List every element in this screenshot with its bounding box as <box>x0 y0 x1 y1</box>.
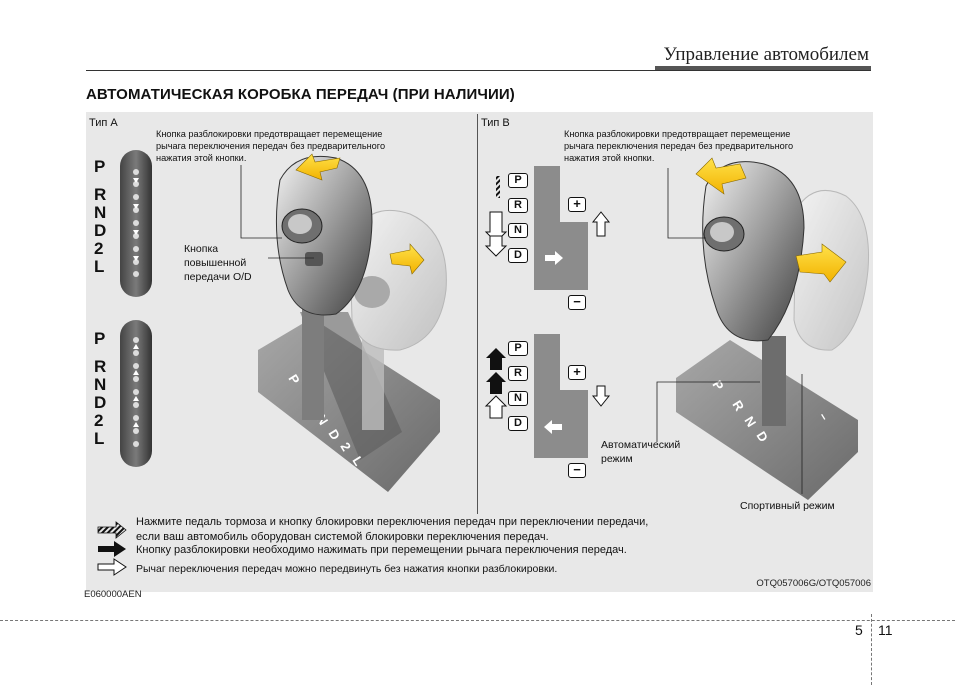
type-b-gear-boxes-bottom: P R N D <box>508 341 528 431</box>
type-a-shift-lever <box>275 155 373 420</box>
type-a-release-note: Кнопка разблокировки предотвращает перем… <box>156 129 386 163</box>
type-b-label: Тип B <box>481 117 510 129</box>
gear-label: N <box>94 203 107 222</box>
sport-mode-label: Спортивный режим <box>740 500 835 512</box>
gear-box: R <box>508 198 528 213</box>
gear-label: 2 <box>94 239 104 258</box>
legend-line-2: если ваш автомобиль оборудован системой … <box>136 531 549 543</box>
footer-dash-line <box>0 620 955 621</box>
gear-label: P <box>94 157 106 176</box>
legend-black-arrow-icon <box>98 541 126 557</box>
section-bar <box>655 66 871 71</box>
type-b-move-arrow <box>795 243 847 283</box>
type-a-gear-labels-bottom: P R N D 2 L <box>94 330 108 448</box>
gear-label: 2 <box>94 411 104 430</box>
legend-white-arrow-icon <box>97 558 127 576</box>
gear-label: L <box>94 429 105 448</box>
gear-label: D <box>94 393 107 412</box>
doc-code: E060000AEN <box>84 589 142 600</box>
figure-code: OTQ057006G/OTQ057006 <box>756 578 871 589</box>
legend-line-4: Рычаг переключения передач можно передви… <box>136 563 558 575</box>
chapter-number: 5 <box>855 622 863 638</box>
gear-box: N <box>508 223 528 238</box>
gear-label: P <box>94 329 106 348</box>
gear-label: R <box>94 185 107 204</box>
minus-box-top: − <box>568 295 586 310</box>
gear-label: R <box>94 357 107 376</box>
type-b-release-arrow <box>695 157 747 195</box>
section-rule <box>86 70 871 71</box>
type-b-shift-lever <box>702 161 805 426</box>
plus-box-top: + <box>568 197 586 212</box>
od-button-label: Кнопка повышенной передачи O/D <box>184 243 252 283</box>
type-a-label: Тип A <box>89 117 118 129</box>
gear-label: N <box>94 375 107 394</box>
auto-mode-label: Автоматический режим <box>601 439 681 465</box>
minus-box-bottom: − <box>568 463 586 478</box>
page-heading: АВТОМАТИЧЕСКАЯ КОРОБКА ПЕРЕДАЧ (ПРИ НАЛИ… <box>86 86 515 103</box>
type-a-gear-labels-top: P R N D 2 L <box>94 158 108 276</box>
type-a-move-arrow <box>389 243 425 275</box>
gear-label: D <box>94 221 107 240</box>
plus-box-bottom: + <box>568 365 586 380</box>
type-a-gate-strip-bottom <box>120 320 152 467</box>
gear-box: D <box>508 248 528 263</box>
page-number: 11 <box>878 622 893 638</box>
type-b-gate-top <box>484 166 611 290</box>
type-b-gear-boxes-top: P R N D <box>508 173 528 263</box>
type-a-release-arrow <box>295 153 341 181</box>
gear-box: P <box>508 341 528 356</box>
type-a-ghost-lever <box>349 209 447 430</box>
section-title: Управление автомобилем <box>663 44 869 65</box>
type-b-gate-bottom <box>484 334 611 458</box>
legend-line-1: Нажмите педаль тормоза и кнопку блокиров… <box>136 516 649 528</box>
gear-box: N <box>508 391 528 406</box>
gear-box: P <box>508 173 528 188</box>
legend-line-3: Кнопку разблокировки необходимо нажимать… <box>136 544 627 556</box>
type-a-gate-strip-top <box>120 150 152 297</box>
gear-box: R <box>508 366 528 381</box>
figure-divider <box>477 114 478 514</box>
gear-box: D <box>508 416 528 431</box>
gear-label: L <box>94 257 105 276</box>
type-b-release-note: Кнопка разблокировки предотвращает перем… <box>564 129 794 163</box>
legend-hatched-arrow-icon <box>97 521 127 539</box>
footer-vertical-dash <box>871 614 872 685</box>
